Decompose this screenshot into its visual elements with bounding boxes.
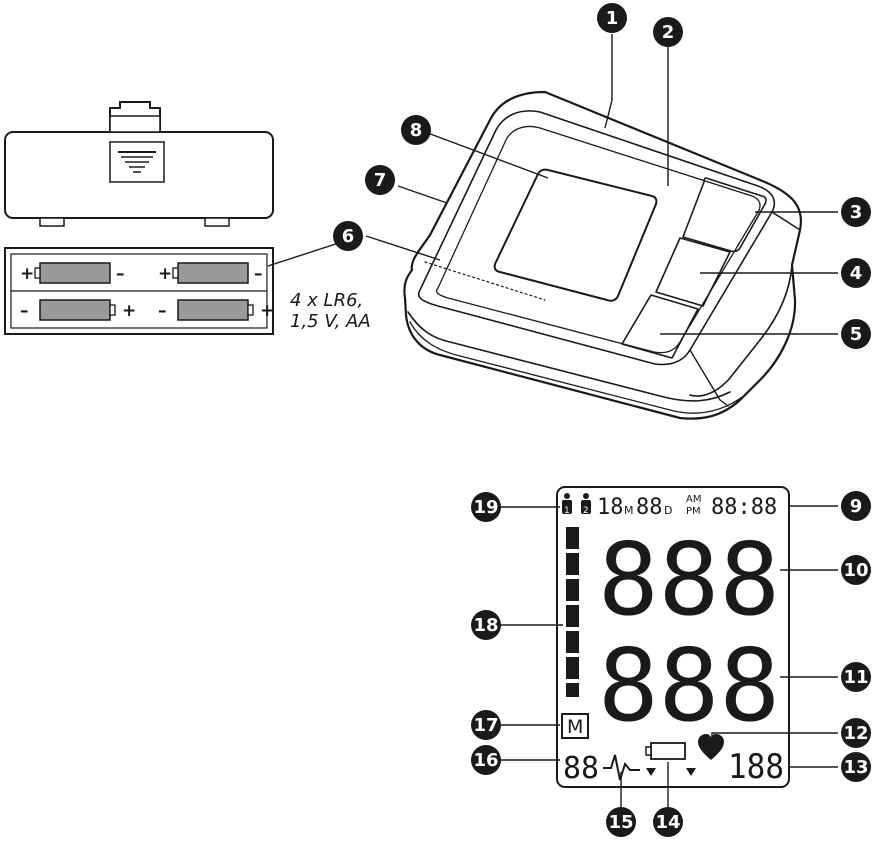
callout-13: 13 — [841, 752, 871, 782]
battery-2: +– — [158, 262, 263, 284]
callout-number: 8 — [410, 120, 423, 141]
callout-number: 12 — [843, 723, 868, 744]
memory-indicator: M — [561, 713, 589, 739]
time-display: 88:88 — [711, 495, 777, 520]
am-label: AM — [686, 494, 701, 505]
callout-17: 17 — [471, 710, 501, 740]
battery-cover — [4, 101, 274, 227]
battery-4: +– — [158, 299, 274, 321]
pulse-value: 188 — [728, 747, 784, 787]
callout-number: 15 — [608, 812, 633, 833]
callout-number: 5 — [850, 324, 863, 345]
memory-label: M — [567, 716, 583, 738]
battery-1: +– — [20, 262, 125, 284]
date-month: 18 — [597, 495, 624, 520]
monitor-device — [403, 90, 803, 420]
callout-4: 4 — [841, 258, 871, 288]
callout-19: 19 — [471, 492, 501, 522]
callout-7: 7 — [365, 165, 395, 195]
minus-sign: – — [116, 264, 125, 284]
battery-spec-line2: 1,5 V, AA — [290, 311, 371, 332]
callout-10: 10 — [841, 555, 871, 585]
callout-16: 16 — [471, 745, 501, 775]
callout-number: 19 — [473, 497, 498, 518]
callout-14: 14 — [653, 807, 683, 837]
callout-12: 12 — [841, 718, 871, 748]
plus-sign: + — [122, 301, 136, 321]
triangle-marker-icon — [686, 768, 696, 776]
day-unit: D — [664, 504, 672, 517]
callout-18: 18 — [471, 610, 501, 640]
callout-11: 11 — [841, 662, 871, 692]
plus-sign: + — [20, 264, 34, 284]
callout-number: 9 — [850, 496, 863, 517]
callout-8: 8 — [401, 115, 431, 145]
arrhythmia-wave-icon — [603, 754, 640, 781]
user-1-label: 1 — [564, 506, 570, 516]
leader-lines — [267, 34, 838, 808]
triangle-marker-icon — [646, 768, 656, 776]
month-unit: M — [624, 504, 634, 517]
callout-number: 7 — [374, 170, 387, 191]
pressure-level-bar — [566, 527, 579, 697]
callout-number: 3 — [850, 202, 863, 223]
minus-sign: – — [254, 264, 263, 284]
callout-2: 2 — [653, 17, 683, 47]
low-battery-icon — [645, 742, 686, 760]
user-2-label: 2 — [583, 506, 589, 516]
user-2-icon: 2 — [581, 493, 591, 516]
callout-3: 3 — [841, 197, 871, 227]
callout-number: 10 — [843, 560, 868, 581]
battery-compartment-icon — [109, 141, 165, 183]
callout-number: 17 — [473, 715, 498, 736]
battery-spec-line1: 4 x LR6, — [290, 290, 363, 311]
heart-icon — [698, 734, 724, 760]
callout-number: 13 — [843, 757, 868, 778]
callout-number: 14 — [655, 812, 680, 833]
battery-tray — [4, 247, 274, 335]
callout-1: 1 — [597, 3, 627, 33]
battery-3: +– — [20, 299, 136, 321]
callout-9: 9 — [841, 491, 871, 521]
callout-number: 6 — [342, 226, 355, 247]
lcd-display: 1 2 18 M 88 D AM PM 88:88 888 888 — [556, 486, 790, 788]
callout-number: 18 — [473, 615, 498, 636]
callout-number: 11 — [843, 667, 868, 688]
date-day: 88 — [636, 495, 663, 520]
batteries: +–+–+–+– — [20, 262, 274, 321]
minus-sign: – — [20, 301, 29, 321]
callout-number: 16 — [473, 750, 498, 771]
user-1-icon: 1 — [562, 493, 572, 516]
plus-sign: + — [158, 264, 172, 284]
callout-5: 5 — [841, 319, 871, 349]
callout-15: 15 — [606, 807, 636, 837]
pm-label: PM — [686, 506, 701, 517]
diastolic-value: 888 — [598, 627, 780, 744]
memory-number: 88 — [563, 751, 599, 786]
callout-6: 6 — [333, 221, 363, 251]
callout-number: 1 — [606, 8, 619, 29]
callout-number: 4 — [850, 263, 863, 284]
plus-sign: + — [260, 301, 274, 321]
systolic-value: 888 — [598, 521, 780, 638]
callout-number: 2 — [662, 22, 675, 43]
minus-sign: – — [158, 301, 167, 321]
